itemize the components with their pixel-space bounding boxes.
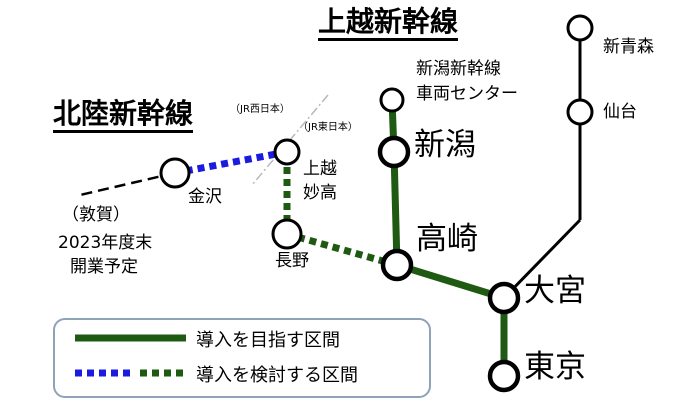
station-sendai-label: 仙台 xyxy=(603,102,637,122)
tsuruga-opening-note-line2: 開業予定 xyxy=(70,257,138,277)
line-omiya-tohoku-curve xyxy=(502,218,582,300)
station-joetsu-myoko-marker xyxy=(273,138,301,166)
tsuruga-opening-note-line1: 2023年度末 xyxy=(58,233,153,253)
station-takasaki-label: 高崎 xyxy=(416,221,478,257)
station-nagano-label: 長野 xyxy=(275,251,309,271)
legend-target-label: 導入を目指す区間 xyxy=(196,330,340,351)
line-takasaki-niigata xyxy=(390,151,401,266)
station-niigata-depot-marker xyxy=(379,87,405,113)
jr-east-note: （JR東日本） xyxy=(298,122,358,133)
niigata-depot-label-line2: 車両センター xyxy=(416,84,518,104)
station-tokyo-label: 東京 xyxy=(524,349,586,385)
joetsu-myoko-label-line1: 上越 xyxy=(303,159,337,179)
station-omiya-marker xyxy=(487,281,521,315)
niigata-depot-label-line1: 新潟新幹線 xyxy=(416,59,501,79)
station-kanazawa-marker xyxy=(159,157,191,189)
legend-box xyxy=(53,318,431,398)
station-sendai-marker xyxy=(566,98,594,126)
station-shin-aomori-marker xyxy=(566,14,594,42)
station-nagano-marker xyxy=(271,218,303,250)
station-kanazawa-label: 金沢 xyxy=(188,187,222,207)
line-omiya-takasaki xyxy=(395,261,506,302)
station-niigata-label: 新潟 xyxy=(414,127,476,163)
line-joetsu-kanazawa xyxy=(174,148,288,177)
legend-consider-label: 導入を検討する区間 xyxy=(196,365,358,386)
station-tokyo-marker xyxy=(487,359,521,393)
station-tsuruga-label: （敦賀） xyxy=(62,205,130,225)
station-shin-aomori-label: 新青森 xyxy=(603,37,654,57)
jr-west-note: （JR西日本） xyxy=(230,104,290,115)
station-omiya-label: 大宮 xyxy=(524,273,586,309)
joetsu-shinkansen-title: 上越新幹線 xyxy=(318,5,459,42)
station-niigata-marker xyxy=(377,135,411,169)
station-takasaki-marker xyxy=(380,248,414,282)
hokuriku-shinkansen-title: 北陸新幹線 xyxy=(53,97,194,134)
joetsu-myoko-label-line2: 妙高 xyxy=(303,183,337,203)
